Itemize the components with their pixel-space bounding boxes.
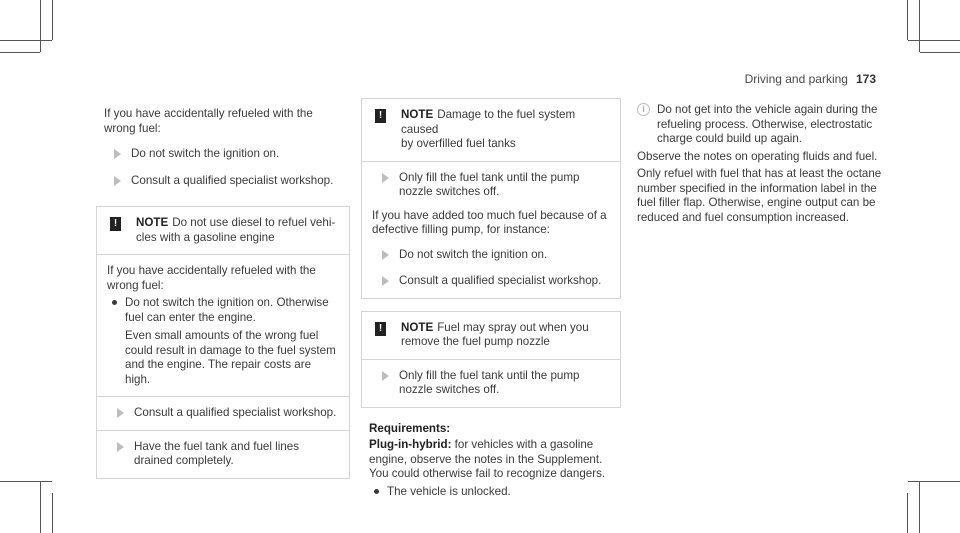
paragraph: Observe the notes on operating fluids an… <box>637 149 878 163</box>
warning-icon: ! <box>375 109 386 123</box>
info-icon: i <box>637 103 650 116</box>
arrow-icon <box>114 149 121 159</box>
crop-mark <box>907 0 908 40</box>
arrow-icon <box>382 172 389 183</box>
page-header: Driving and parking 173 <box>745 72 876 86</box>
crop-mark <box>908 481 960 482</box>
info-note: i Do not get into the vehicle again duri… <box>637 103 887 147</box>
crop-mark <box>40 0 41 52</box>
arrow-icon <box>382 370 389 381</box>
crop-mark <box>52 0 53 40</box>
intro-text: If you have accidentally refueled with t… <box>104 107 313 135</box>
page-number: 173 <box>855 72 876 86</box>
crop-mark <box>919 0 920 52</box>
arrow-icon <box>117 441 124 452</box>
step-item: Do not switch the ignition on. <box>104 147 350 162</box>
step-item: Only fill the fuel tank until the pump n… <box>372 171 610 200</box>
note-body: If you have accidentally refueled with t… <box>107 264 316 292</box>
plugin-hybrid-text: Plug-in-hybrid: for vehicles with a gaso… <box>369 438 606 480</box>
column-3: i Do not get into the vehicle again duri… <box>637 103 887 225</box>
step-item: Consult a qualified specialist workshop. <box>107 406 339 421</box>
bullet-item: Do not switch the ignition on. Otherwise… <box>107 296 339 325</box>
section-title: Driving and parking <box>744 72 848 86</box>
crop-mark <box>0 481 52 482</box>
step-item: Have the fuel tank and fuel lines draine… <box>107 440 339 469</box>
bullet-item: The vehicle is unlocked. <box>369 485 621 500</box>
crop-mark <box>908 40 960 41</box>
crop-mark <box>52 493 53 533</box>
crop-mark <box>907 493 908 533</box>
warning-icon: ! <box>375 321 386 336</box>
note-body: If you have added too much fuel because … <box>372 208 607 237</box>
arrow-icon <box>382 276 389 286</box>
warning-icon: ! <box>110 217 121 231</box>
arrow-icon <box>117 408 124 418</box>
crop-mark <box>0 52 40 53</box>
step-item: Do not switch the ignition on. <box>372 248 610 263</box>
requirements-title: Requirements: <box>369 421 451 435</box>
crop-mark <box>40 481 41 533</box>
arrow-icon <box>114 175 121 186</box>
crop-mark <box>920 52 960 53</box>
bullet-detail: Even small amounts of the wrong fuel cou… <box>125 329 336 386</box>
paragraph: Only refuel with fuel that has at least … <box>637 167 882 224</box>
bullet-icon <box>374 488 379 494</box>
step-item: Consult a qualified specialist workshop. <box>372 274 610 289</box>
arrow-icon <box>382 249 389 260</box>
bullet-icon <box>112 300 117 305</box>
crop-mark <box>0 40 52 41</box>
step-item: Only fill the fuel tank until the pump n… <box>372 369 610 398</box>
column-1: If you have accidentally refueled with t… <box>96 107 350 479</box>
step-item: Consult a qualified specialist workshop. <box>104 174 350 189</box>
crop-mark <box>919 481 920 533</box>
